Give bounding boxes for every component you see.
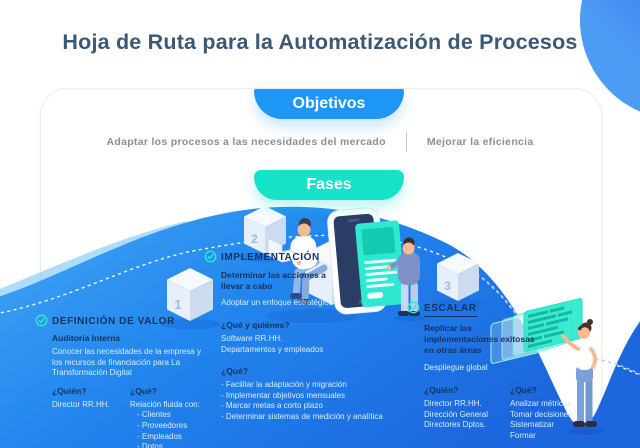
objectives-badge: Objetivos	[254, 89, 404, 119]
list-item: - Marcar metas a corto plazo	[221, 401, 323, 411]
check-circle-icon	[204, 250, 217, 266]
phase-3-sublead: Despliegue global	[424, 362, 488, 372]
phase-2-title: IMPLEMENTACIÓN	[204, 250, 320, 263]
phase-1-what-intro: Relación fluida con:	[130, 399, 200, 409]
phase-3-block: ESCALAR Replicar las implementaciones ex…	[407, 301, 614, 441]
phase-3-who-value: Director RR.HH. Dirección General Direct…	[424, 399, 489, 430]
phase-1-who-value: Director RR.HH.	[52, 399, 110, 409]
objectives-badge-label: Objetivos	[292, 95, 366, 112]
phase-1-who-column: ¿Quién? Director RR.HH.	[52, 386, 130, 448]
phase-2-who-heading: ¿Qué y quiénes?	[221, 319, 290, 330]
phase-1-description: Conocer las necesidades de la empresa y …	[52, 347, 201, 378]
phase-1-block: DEFINICIÓN DE VALOR Auditoría Interna Co…	[35, 314, 222, 448]
phase-3-lead: Replicar las implementaciones exitosas e…	[424, 323, 535, 356]
list-item: - Implementar objetivos mensuales	[221, 390, 346, 400]
phase-1-who-heading: ¿Quién?	[52, 385, 87, 396]
phase-3-who-heading: ¿Quién?	[424, 385, 459, 396]
check-circle-icon	[407, 301, 420, 317]
objectives-row: Adaptar los procesos a las necesidades d…	[40, 132, 600, 152]
list-item: - Empleados	[137, 431, 182, 441]
list-item: - Clientes	[137, 410, 171, 420]
objective-item-2: Mejorar la eficiencia	[426, 136, 534, 148]
list-item: - Determinar sistemas de medición y anal…	[221, 411, 383, 421]
phase-3-what-value: Analizar métricas Tomar decisiones Siste…	[510, 399, 573, 440]
phase-2-sublead: Adoptar un enfoque estratégico	[221, 298, 333, 308]
list-item: - Dptos.	[137, 442, 166, 448]
phase-3-title: ESCALAR	[407, 301, 477, 317]
phase-3-title-label: ESCALAR	[424, 303, 477, 317]
phase-3-who-column: ¿Quién? Director RR.HH. Dirección Genera…	[424, 385, 510, 441]
phases-badge-label: Fases	[306, 176, 352, 193]
phase-1-title: DEFINICIÓN DE VALOR	[35, 314, 175, 327]
list-item: - Proveedores	[137, 420, 188, 430]
phase-3-what-column: ¿Qué? Analizar métricas Tomar decisiones…	[510, 385, 614, 441]
check-circle-icon	[35, 314, 48, 330]
objectives-divider	[405, 132, 407, 152]
phase-1-lead: Auditoría Interna	[52, 333, 121, 343]
phases-badge: Fases	[254, 170, 404, 200]
list-item: - Facilitar la adaptación y migración	[221, 380, 347, 390]
phase-2-lead: Determinar las acciones a llevar a cabo	[221, 270, 326, 292]
phase-2-what-heading: ¿Qué?	[221, 366, 248, 377]
phase-2-who-value: Software RR.HH. Departamentos y empleado…	[221, 333, 324, 354]
phase-2-block: IMPLEMENTACIÓN Determinar las acciones a…	[204, 250, 395, 422]
phase-1-what-heading: ¿Qué?	[130, 385, 157, 396]
objective-item-1: Adaptar los procesos a las necesidades d…	[106, 136, 386, 148]
phase-3-what-heading: ¿Qué?	[510, 385, 537, 396]
page-title: Hoja de Ruta para la Automatización de P…	[62, 30, 578, 54]
phase-2-title-label: IMPLEMENTACIÓN	[221, 252, 320, 263]
phase-1-what-column: ¿Qué? Relación fluida con: - Clientes - …	[130, 386, 222, 448]
phase-1-title-label: DEFINICIÓN DE VALOR	[52, 316, 175, 327]
